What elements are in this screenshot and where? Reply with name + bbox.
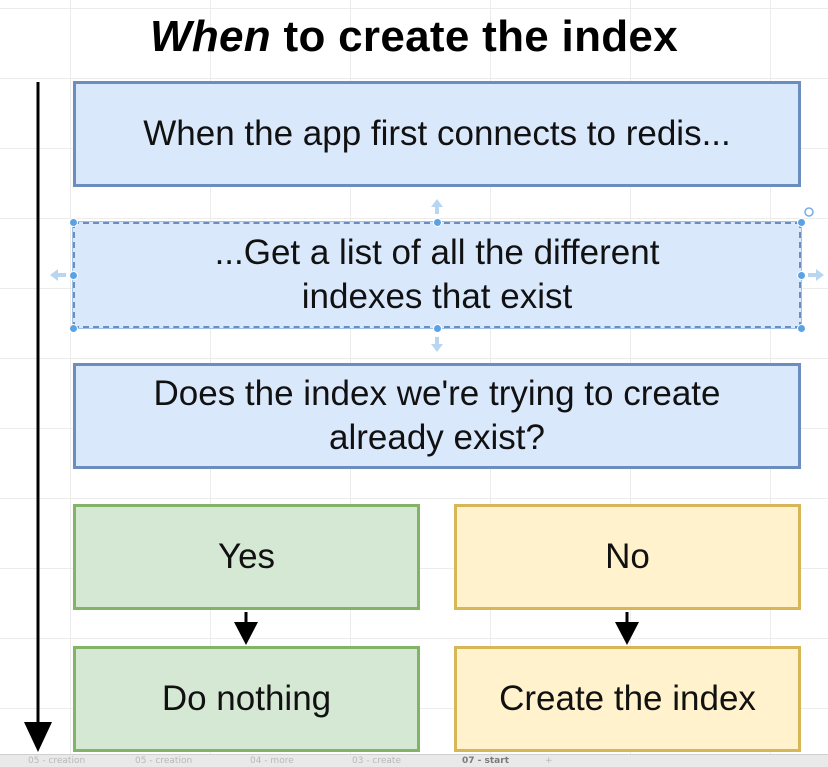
no-to-create-index-arrow <box>615 612 639 645</box>
title-rest: to create the index <box>270 12 678 61</box>
index-exists-question-label: Does the index we're trying to create al… <box>153 374 721 457</box>
page-tab-active[interactable]: 07 - start <box>462 756 509 766</box>
page-tab[interactable]: 05 - creation <box>135 756 193 766</box>
add-page-button[interactable]: + <box>545 756 553 766</box>
create-index-label: Create the index <box>499 679 756 718</box>
do-nothing-box[interactable]: Do nothing <box>73 646 420 752</box>
page-title: When to create the index <box>0 12 828 62</box>
page-tab[interactable]: 05 - creation <box>28 756 86 766</box>
no-label: No <box>605 537 650 576</box>
page-tab[interactable]: 03 - create <box>352 756 401 766</box>
connect-box[interactable]: When the app first connects to redis... <box>73 81 801 187</box>
do-nothing-label: Do nothing <box>161 679 332 718</box>
connect-label: When the app first connects to redis... <box>143 114 731 153</box>
create-index-box[interactable]: Create the index <box>454 646 801 752</box>
yes-label: Yes <box>217 537 276 576</box>
resize-handle[interactable] <box>69 218 78 227</box>
resize-handle[interactable] <box>433 218 442 227</box>
resize-handle[interactable] <box>69 324 78 333</box>
get-index-list-box[interactable]: ...Get a list of all the different index… <box>72 221 802 329</box>
page-tab[interactable]: 04 - more <box>250 756 294 766</box>
resize-handle[interactable] <box>69 271 78 280</box>
resize-handle[interactable] <box>797 324 806 333</box>
page-tab-strip: 05 - creation 05 - creation 04 - more 03… <box>0 754 828 767</box>
resize-handle[interactable] <box>433 324 442 333</box>
resize-handle[interactable] <box>797 218 806 227</box>
yes-box[interactable]: Yes <box>73 504 420 610</box>
title-emphasis: When <box>150 12 271 61</box>
index-exists-question-box[interactable]: Does the index we're trying to create al… <box>73 363 801 469</box>
get-index-list-label: ...Get a list of all the different index… <box>214 233 660 316</box>
yes-to-do-nothing-arrow <box>234 612 258 645</box>
no-box[interactable]: No <box>454 504 801 610</box>
resize-handle[interactable] <box>797 271 806 280</box>
